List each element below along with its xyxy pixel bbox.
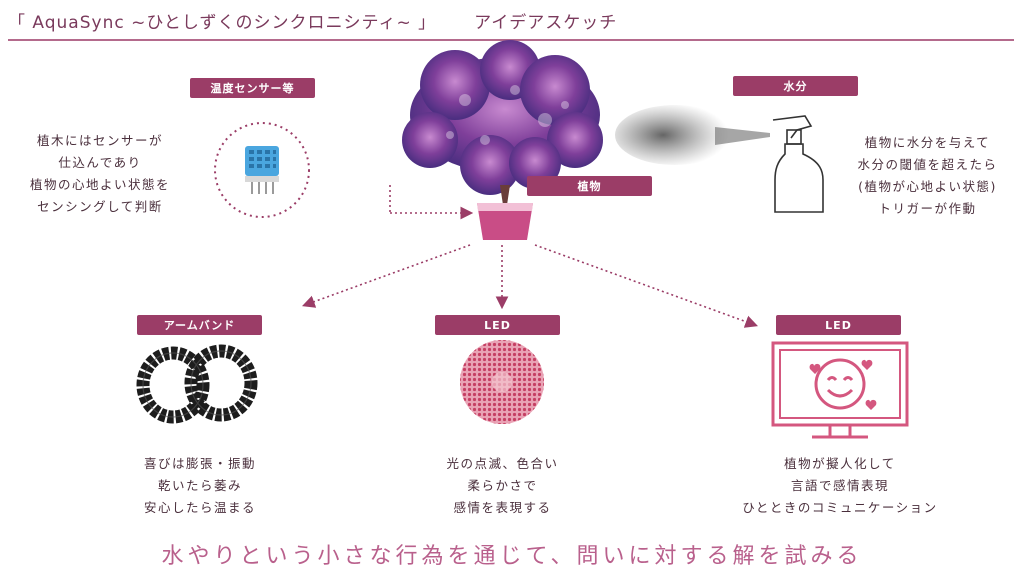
temperature-sensor-icon <box>214 122 310 218</box>
title-subtitle: アイデアスケッチ <box>474 13 618 33</box>
monitor-tag: LED <box>776 315 901 335</box>
led-note: 光の点滅、色合い 柔らかさで 感情を表現する <box>446 456 559 515</box>
water-mist <box>615 105 770 165</box>
monitor-note: 植物が擬人化して 言語で感情表現 ひとときのコミュニケーション <box>742 456 938 515</box>
led-panel-icon <box>460 340 544 424</box>
water-note: 植物に水分を与えて 水分の閾値を超えたら (植物が心地よい状態) トリガーが作動 <box>857 135 998 216</box>
plant-tag: 植物 <box>527 176 652 196</box>
water-tag: 水分 <box>733 76 858 96</box>
tree-in-pot-icon <box>402 40 603 240</box>
sensor-tag: 温度センサー等 <box>190 78 315 98</box>
scrunchie-armband-icon <box>136 344 258 424</box>
page-title: 「 AquaSync ~ひとしずくのシンクロニシティ~ 」 アイデアスケッチ <box>8 8 617 33</box>
spray-bottle-icon <box>772 115 824 213</box>
plant-to-armband-arrow <box>301 244 471 308</box>
footer-message: 水やりという小さな行為を通じて、問いに対する解を試みる <box>161 544 863 569</box>
sensor-note: 植木にはセンサーが 仕込んであり 植物の心地よい状態を センシングして判断 <box>29 133 170 214</box>
armband-tag: アームバンド <box>137 315 262 335</box>
title-main: 「 AquaSync ~ひとしずくのシンクロニシティ~ 」 <box>8 13 437 33</box>
plant-to-monitor-arrow <box>534 244 759 328</box>
armband-note: 喜びは膨張・振動 乾いたら萎み 安心したら温まる <box>143 456 256 515</box>
led-tag: LED <box>435 315 560 335</box>
title-divider <box>8 39 1014 41</box>
smiling-monitor-icon <box>771 341 909 439</box>
